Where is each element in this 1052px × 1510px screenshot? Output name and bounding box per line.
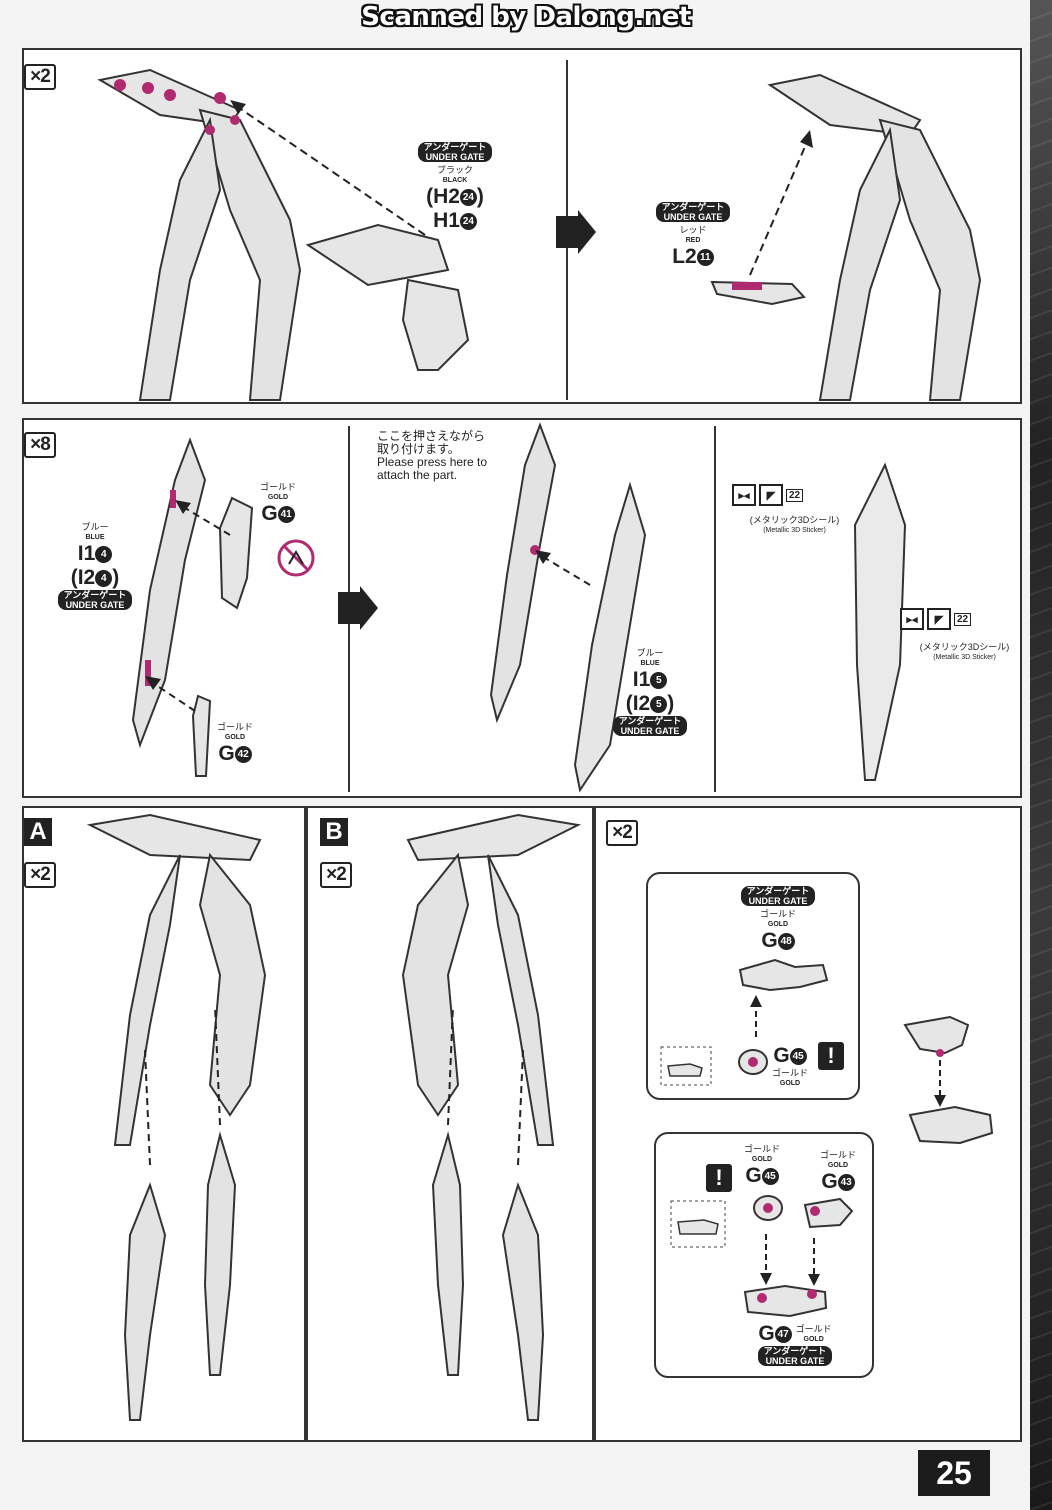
sticker-apply-row-1: ▸◂ ◤ 22: [732, 484, 804, 506]
quantity-badge: ×2: [320, 862, 352, 888]
joint-part-g48-drawing: [738, 958, 829, 992]
sticker-label-1: (メタリック3Dシール) (Metallic 3D Sticker): [749, 515, 840, 534]
next-step-arrow: [556, 210, 596, 254]
variant-b-drawing: [401, 813, 582, 1421]
detail-inset-top: [660, 1046, 712, 1086]
attach-arrow-5: [535, 550, 591, 586]
attach-arrow-3: [175, 500, 231, 536]
caution-icon: !: [706, 1164, 732, 1192]
wing-frame-assembled-drawing: [767, 73, 982, 401]
row2-divider-2: [714, 426, 716, 792]
joint-part-g47-drawing: [743, 1284, 828, 1318]
no-cut-icon: [277, 539, 315, 577]
quantity-badge: ×2: [606, 820, 638, 846]
page-edge-stripe: [1030, 0, 1052, 1510]
gold-part-g42-drawing: [191, 694, 212, 777]
attach-arrow-7: [760, 1234, 772, 1285]
quantity-badge: ×2: [24, 64, 56, 90]
next-step-arrow: [338, 586, 378, 630]
sticker-icon: ◤: [759, 484, 783, 506]
press-icon: ▸◂: [900, 608, 924, 630]
attach-arrow-8: [808, 1238, 820, 1286]
page-number: 25: [918, 1450, 990, 1496]
joint-assembly-drawing: [903, 1015, 994, 1145]
sticker-icon: ◤: [927, 608, 951, 630]
attach-arrow: [230, 100, 426, 236]
wing-frame-drawing: [97, 68, 302, 401]
black-part-drawing: [305, 223, 470, 371]
joint-part-g43-drawing: [803, 1197, 854, 1229]
sticker-label-2: (メタリック3Dシール) (Metallic 3D Sticker): [919, 642, 1010, 661]
detail-inset-bottom: [670, 1200, 726, 1248]
variant-a-drawing: [86, 813, 267, 1421]
joint-part-g45-drawing: [738, 1049, 768, 1075]
quantity-badge: ×8: [24, 432, 56, 458]
caution-icon: !: [818, 1042, 844, 1070]
press-note: ここを押さえながら 取り付けます。 Please press here to a…: [377, 429, 488, 482]
attach-arrow-4: [145, 676, 196, 712]
variant-letter-a: A: [24, 818, 52, 846]
sticker-apply-row-2: ▸◂ ◤ 22: [900, 608, 972, 630]
blade-drawing: [131, 437, 207, 749]
press-icon: ▸◂: [732, 484, 756, 506]
variant-letter-b: B: [320, 818, 348, 846]
blade-cover-drawing: [573, 481, 647, 793]
attach-arrow-2: [749, 130, 813, 276]
quantity-badge: ×2: [24, 862, 56, 888]
red-part-drawing: [710, 280, 806, 306]
attach-arrow-6: [750, 995, 762, 1037]
joint-part-g45-b-drawing: [753, 1195, 783, 1221]
scan-credit: Scanned by Dalong.net: [361, 2, 691, 32]
blade-sticker-drawing: [853, 462, 907, 781]
